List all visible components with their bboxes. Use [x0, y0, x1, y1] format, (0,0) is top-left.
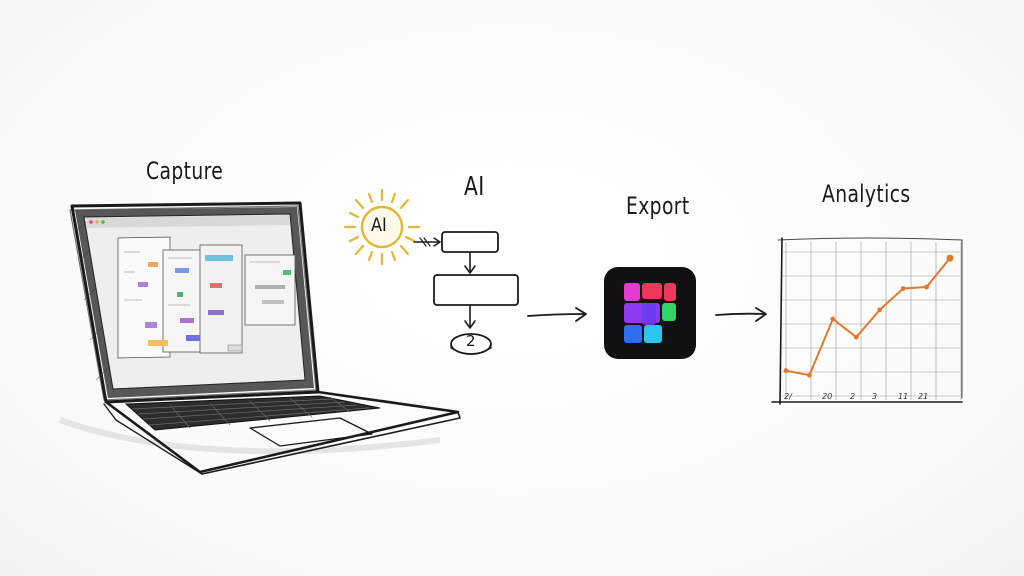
- export-grid-icon: [604, 267, 696, 359]
- chart-tick-label: 3: [872, 392, 878, 401]
- chart-tick-label: 2/: [784, 392, 792, 401]
- chart-point: [853, 334, 859, 340]
- chart-points: [783, 254, 954, 378]
- stage-label-capture: Capture: [146, 157, 224, 185]
- chart-tick-label: 11: [898, 392, 909, 401]
- chart-point: [924, 284, 929, 290]
- laptop-sketch-icon: [58, 201, 461, 475]
- ai-badge-label: AI: [371, 214, 387, 236]
- stage-label-ai: AI: [464, 172, 485, 202]
- flow-step-number: 2: [466, 332, 476, 350]
- stage-label-export: Export: [626, 192, 690, 220]
- chart-tick-label: 21: [918, 392, 929, 401]
- chart-point: [807, 372, 812, 378]
- chart-point: [830, 316, 836, 322]
- chart-series-line: [785, 257, 951, 377]
- analytics-chart: [771, 237, 963, 405]
- chart-point: [877, 307, 883, 313]
- stage-label-analytics: Analytics: [822, 180, 911, 208]
- chart-tick-label: 20: [822, 392, 833, 401]
- chart-tick-label: 2: [850, 392, 856, 401]
- chart-point: [900, 286, 906, 291]
- sun-badge-icon: [343, 188, 421, 266]
- chart-point: [946, 254, 954, 262]
- ai-flowchart: [413, 231, 519, 355]
- chart-y-axis: [779, 237, 783, 405]
- flow-arrow-1: [527, 307, 587, 322]
- chart-point: [783, 368, 789, 374]
- flow-arrow-2: [715, 307, 767, 322]
